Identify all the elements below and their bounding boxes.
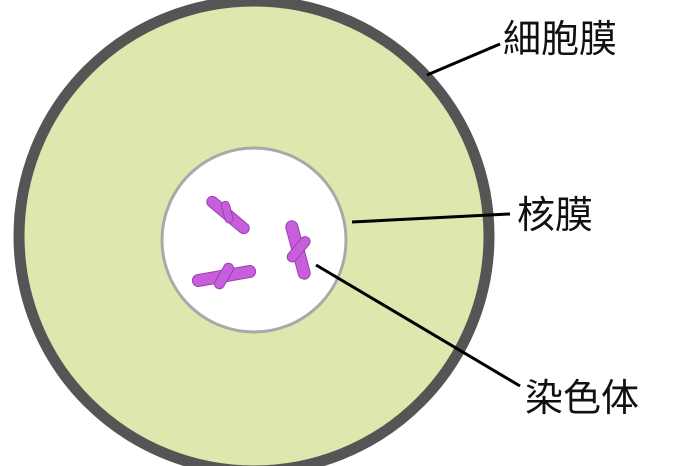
label-chromosome: 染色体 (525, 376, 639, 420)
label-nuclear-membrane: 核膜 (517, 193, 593, 237)
leader-line-cell-membrane (427, 44, 500, 75)
nucleus (162, 148, 346, 332)
label-cell-membrane: 細胞膜 (503, 17, 617, 61)
